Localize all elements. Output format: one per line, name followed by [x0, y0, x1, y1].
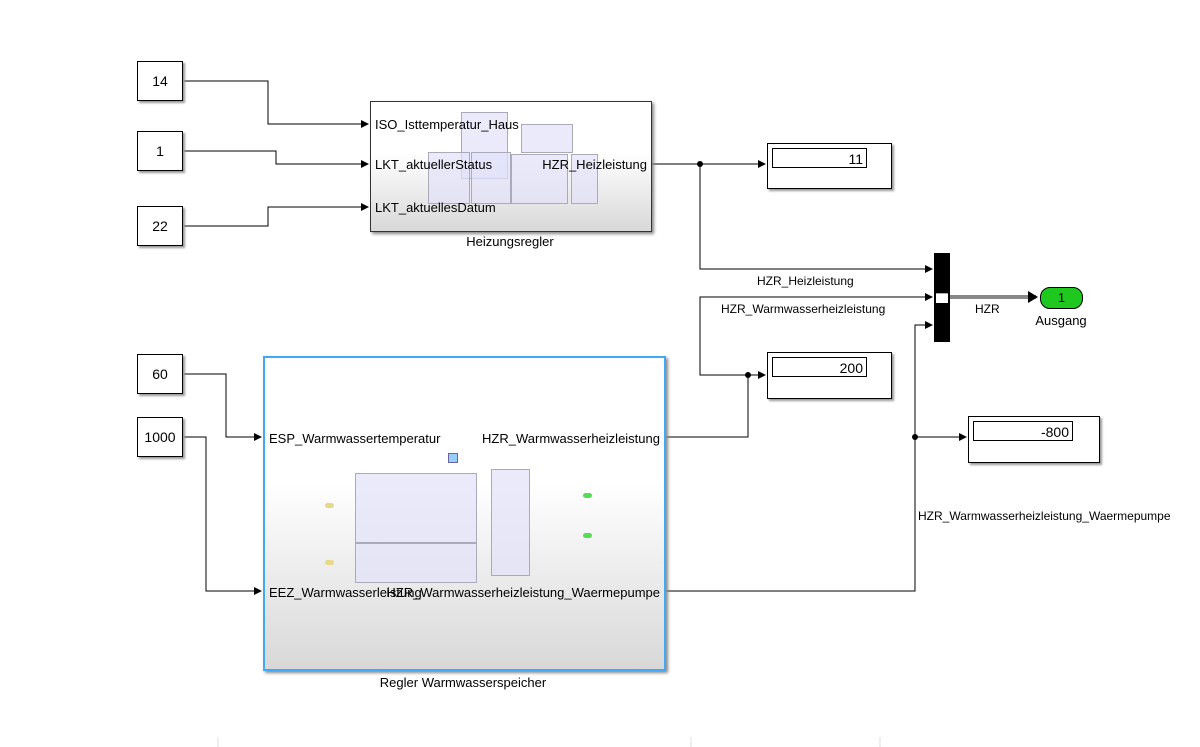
constant-60[interactable]: 60 — [137, 354, 183, 394]
bus-creator[interactable] — [934, 253, 950, 342]
display-waermepumpe[interactable]: -800 — [968, 416, 1100, 463]
inner-block — [471, 152, 511, 204]
port-hzr-waermepumpe: HZR_Warmwasserheizleistung_Waermepumpe — [386, 585, 660, 600]
signal-label-warmwasserheizleistung: HZR_Warmwasserheizleistung — [721, 302, 886, 316]
inner-block — [511, 154, 568, 204]
port-esp-warmwassertemperatur: ESP_Warmwassertemperatur — [269, 431, 441, 446]
port-eez-warmwasserleistung: EEZ_Warmwasserleistung — [269, 585, 422, 600]
signal-label-waermepumpe: HZR_Warmwasserheizleistung_Waermepumpe — [918, 509, 1171, 523]
display-value: 11 — [772, 148, 867, 168]
heizungsregler-label: Heizungsregler — [466, 234, 554, 249]
inner-block — [571, 154, 598, 204]
port-hzr-warmwasserheizleistung: HZR_Warmwasserheizleistung — [482, 431, 660, 446]
regler-warmwasserspeicher-label: Regler Warmwasserspeicher — [379, 675, 547, 690]
inner-logic-area — [355, 473, 477, 543]
signal-label-hzr-bus: HZR — [975, 302, 1000, 316]
inner-block — [521, 124, 573, 153]
inner-outport — [583, 493, 592, 498]
display-warmwasserheizleistung[interactable]: 200 — [767, 352, 892, 399]
port-iso-isttemperatur: ISO_Isttemperatur_Haus — [375, 117, 519, 132]
display-value: 200 — [772, 357, 867, 377]
constant-22[interactable]: 22 — [137, 206, 183, 246]
display-value: -800 — [973, 421, 1073, 441]
constant-1[interactable]: 1 — [137, 131, 183, 171]
inner-block — [428, 152, 470, 204]
inner-block — [448, 453, 458, 463]
port-hzr-heizleistung: HZR_Heizleistung — [542, 157, 647, 172]
regler-warmwasserspeicher-subsystem[interactable]: ESP_Warmwassertemperatur EEZ_Warmwasserl… — [263, 356, 666, 671]
constant-1000[interactable]: 1000 — [137, 417, 183, 457]
signal-label-heizleistung: HZR_Heizleistung — [757, 274, 854, 288]
inner-inport — [325, 560, 334, 565]
outport-ausgang[interactable]: 1 — [1040, 287, 1083, 309]
port-lkt-datum: LKT_aktuellesDatum — [375, 200, 496, 215]
inner-switching-area — [491, 469, 530, 576]
constant-14[interactable]: 14 — [137, 61, 183, 101]
inner-check-area — [355, 543, 477, 583]
bus-icon — [936, 293, 948, 303]
inner-inport — [325, 503, 334, 508]
heizungsregler-subsystem[interactable]: ISO_Isttemperatur_Haus LKT_aktuellerStat… — [370, 101, 652, 232]
inner-outport — [583, 533, 592, 538]
outport-label: Ausgang — [1035, 313, 1087, 328]
port-lkt-status: LKT_aktuellerStatus — [375, 157, 493, 172]
display-heizleistung[interactable]: 11 — [767, 143, 892, 189]
